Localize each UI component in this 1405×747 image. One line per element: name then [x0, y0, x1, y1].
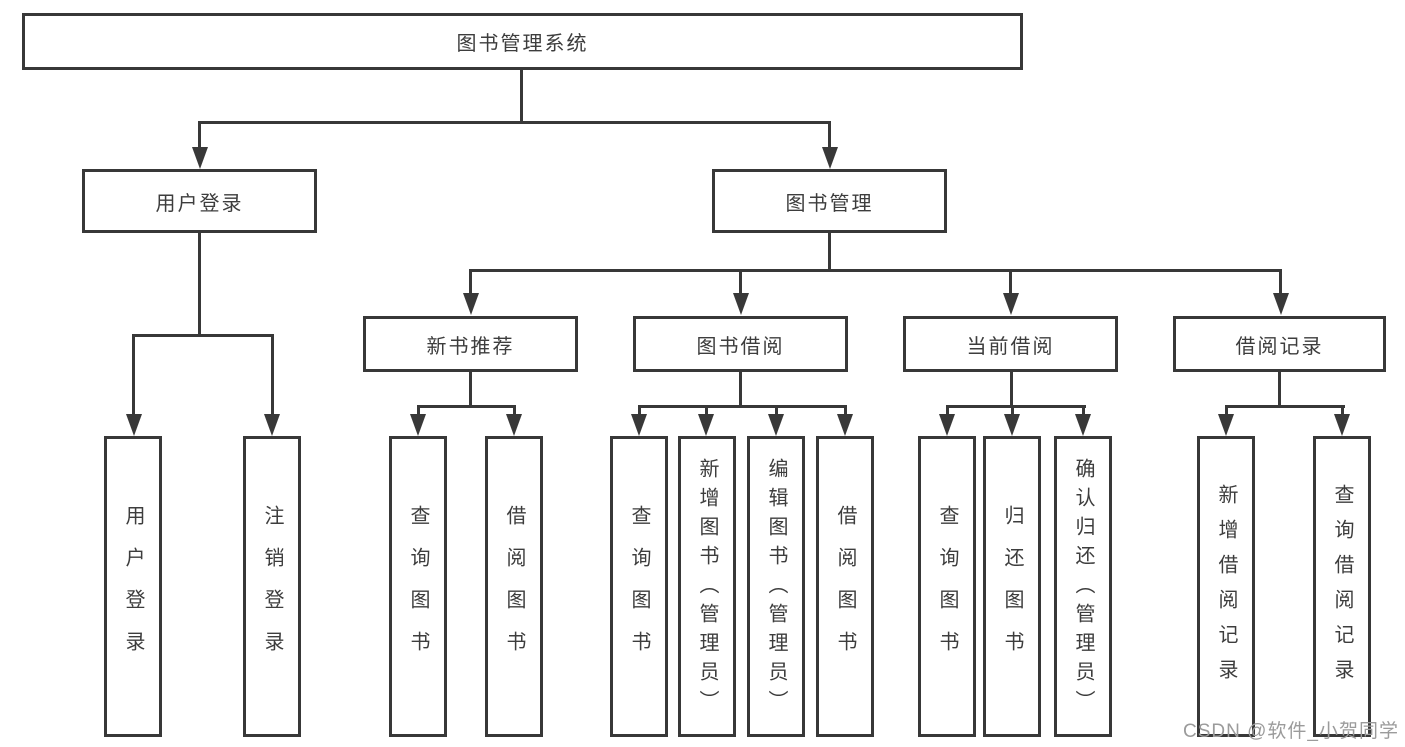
connector-to-leaf-edit-book [775, 405, 778, 417]
node-borrow-records: 借阅记录 [1173, 316, 1386, 372]
node-book-management: 图书管理 [712, 169, 947, 233]
arrowhead-leaf-add-record [1218, 414, 1234, 436]
arrowhead-leaf-edit-book [768, 414, 784, 436]
arrowhead-book-management [822, 147, 838, 169]
leaf-add-book-admin: 新增图书（管理员） [678, 436, 736, 737]
arrowhead-leaf-confirm-return [1075, 414, 1091, 436]
leaf-borrow-books-2: 借阅图书 [816, 436, 874, 737]
connector-user-login-trunk [198, 233, 201, 337]
connector-to-leaf-query-record [1341, 405, 1344, 417]
connector-to-leaf-return-books [1011, 405, 1014, 417]
arrowhead-book-borrow [733, 293, 749, 315]
connector-to-leaf-borrow-books-2 [844, 405, 847, 417]
connector-to-leaf-query-books-3 [946, 405, 949, 417]
arrowhead-leaf-user-login [126, 414, 142, 436]
connector-new-book-horizontal [417, 405, 516, 408]
leaf-query-books-2: 查询图书 [610, 436, 668, 737]
arrowhead-leaf-query-record [1334, 414, 1350, 436]
connector-to-leaf-query-books-1 [417, 405, 420, 417]
node-book-borrow: 图书借阅 [633, 316, 848, 372]
node-new-book-recommend: 新书推荐 [363, 316, 578, 372]
arrowhead-new-book-recommend [463, 293, 479, 315]
connector-book-management-trunk [828, 233, 831, 272]
leaf-query-books-1: 查询图书 [389, 436, 447, 737]
connector-book-borrow-trunk [739, 372, 742, 408]
connector-to-borrow-records [1279, 269, 1282, 295]
arrowhead-user-login [192, 147, 208, 169]
connector-root-trunk [520, 70, 523, 124]
arrowhead-leaf-borrow-books-1 [506, 414, 522, 436]
leaf-query-borrow-record: 查询借阅记录 [1313, 436, 1371, 737]
connector-new-book-trunk [469, 372, 472, 408]
connector-book-borrow-horizontal [638, 405, 847, 408]
node-current-borrow: 当前借阅 [903, 316, 1118, 372]
connector-to-user-login [198, 121, 201, 149]
leaf-add-borrow-record: 新增借阅记录 [1197, 436, 1255, 737]
leaf-return-books: 归还图书 [983, 436, 1041, 737]
leaf-user-login: 用户登录 [104, 436, 162, 737]
connector-to-book-management [828, 121, 831, 149]
arrowhead-leaf-query-books-2 [631, 414, 647, 436]
connector-level3-horizontal [469, 269, 1282, 272]
node-user-login: 用户登录 [82, 169, 317, 233]
leaf-query-books-3: 查询图书 [918, 436, 976, 737]
arrowhead-leaf-return-books [1004, 414, 1020, 436]
arrowhead-borrow-records [1273, 293, 1289, 315]
connector-level1-horizontal [198, 121, 831, 124]
leaf-logout: 注销登录 [243, 436, 301, 737]
connector-to-leaf-query-books-2 [638, 405, 641, 417]
connector-to-new-book-recommend [469, 269, 472, 295]
connector-to-leaf-borrow-books-1 [513, 405, 516, 417]
connector-to-leaf-add-record [1225, 405, 1228, 417]
arrowhead-leaf-borrow-books-2 [837, 414, 853, 436]
connector-to-current-borrow [1009, 269, 1012, 295]
arrowhead-leaf-query-books-1 [410, 414, 426, 436]
arrowhead-leaf-add-book [698, 414, 714, 436]
arrowhead-leaf-logout [264, 414, 280, 436]
connector-to-leaf-logout [271, 334, 274, 416]
connector-current-borrow-horizontal [946, 405, 1086, 408]
leaf-edit-book-admin: 编辑图书（管理员） [747, 436, 805, 737]
arrowhead-leaf-query-books-3 [939, 414, 955, 436]
leaf-borrow-books-1: 借阅图书 [485, 436, 543, 737]
connector-borrow-records-trunk [1278, 372, 1281, 408]
node-library-management-system: 图书管理系统 [22, 13, 1023, 70]
connector-to-leaf-confirm-return [1082, 405, 1085, 417]
leaf-confirm-return-admin: 确认归还（管理员） [1054, 436, 1112, 737]
connector-user-login-horizontal [132, 334, 274, 337]
connector-borrow-records-horizontal [1225, 405, 1345, 408]
arrowhead-current-borrow [1003, 293, 1019, 315]
connector-to-leaf-add-book [705, 405, 708, 417]
csdn-watermark: CSDN @软件_小贺同学 [1183, 721, 1399, 742]
connector-to-leaf-user-login [132, 334, 135, 416]
connector-to-book-borrow [739, 269, 742, 295]
connector-current-borrow-trunk [1010, 372, 1013, 408]
